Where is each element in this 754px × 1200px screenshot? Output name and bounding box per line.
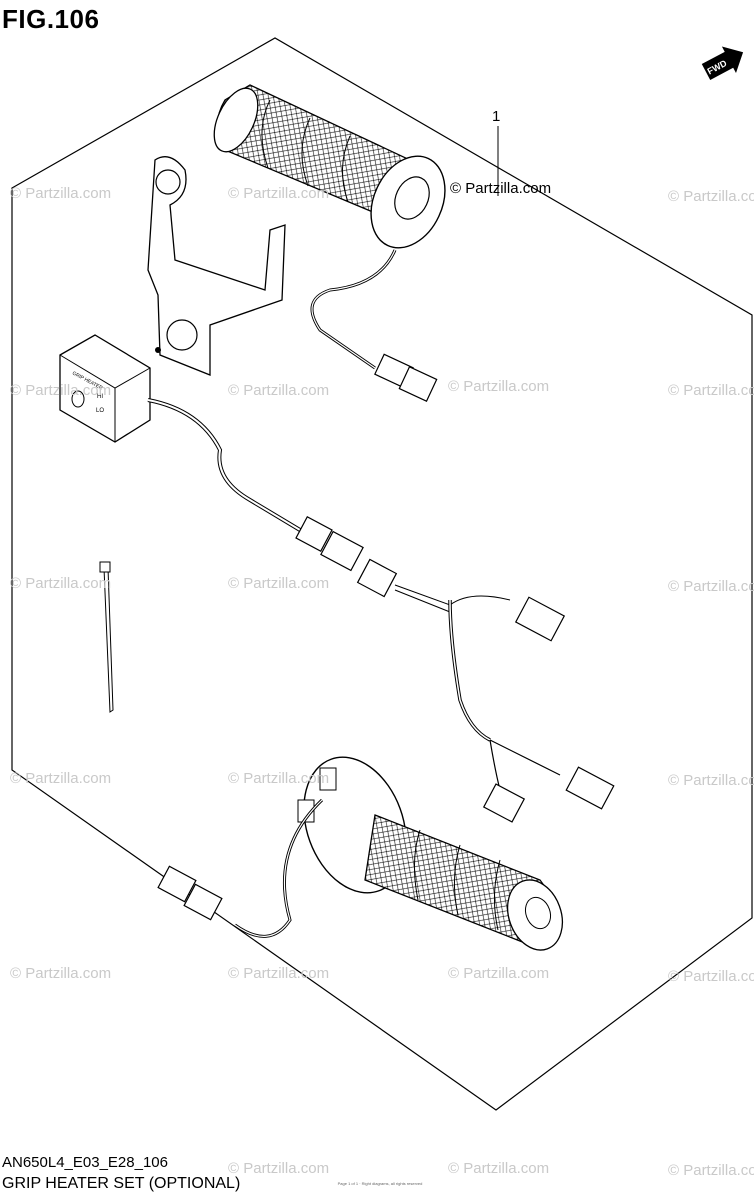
watermark: © Partzilla.com [228,770,330,787]
switch-lo-label: LO [96,408,104,414]
switch-hi-label: HI [97,394,103,400]
watermark: © Partzilla.com [228,185,330,202]
copyright-notice: © Partzilla.com [450,180,552,197]
figure-title: FIG.106 [2,4,100,34]
watermark: © Partzilla.com [10,770,112,787]
watermark: © Partzilla.com [10,382,112,399]
figure-caption: GRIP HEATER SET (OPTIONAL) [2,1175,241,1192]
watermark: © Partzilla.com [10,575,112,592]
watermark: © Partzilla.com [228,382,330,399]
watermark: © Partzilla.com [448,965,550,982]
watermark: © Partzilla.com [228,1160,330,1177]
figure-ref-code: AN650L4_E03_E28_106 [2,1154,168,1171]
parts-set-outline [11,37,753,1111]
watermark: © Partzilla.com [228,965,330,982]
watermark: © Partzilla.com [10,965,112,982]
sub-harness [356,558,615,823]
fwd-arrow-icon: FWD [701,46,744,80]
fine-print: Page 1 of 1 · Right diagrams, all rights… [337,1181,423,1186]
upper-grip-heater [213,84,446,403]
watermark: © Partzilla.com [668,578,754,595]
watermark: © Partzilla.com [228,575,330,592]
watermark: © Partzilla.com [448,1160,550,1177]
watermark: © Partzilla.com [10,185,112,202]
callout-number-1[interactable]: 1 [492,108,501,125]
watermark: © Partzilla.com [668,772,754,789]
watermark: © Partzilla.com [448,378,550,395]
switch-bracket [147,156,286,376]
watermark: © Partzilla.com [668,188,754,205]
cable-tie [99,561,114,713]
watermark: © Partzilla.com [668,1162,754,1179]
lower-grip-heater [157,756,564,951]
grip-heater-switch: GRIP HEATER HI LO [59,334,364,572]
watermark: © Partzilla.com [668,382,754,399]
watermark: © Partzilla.com [668,968,754,985]
